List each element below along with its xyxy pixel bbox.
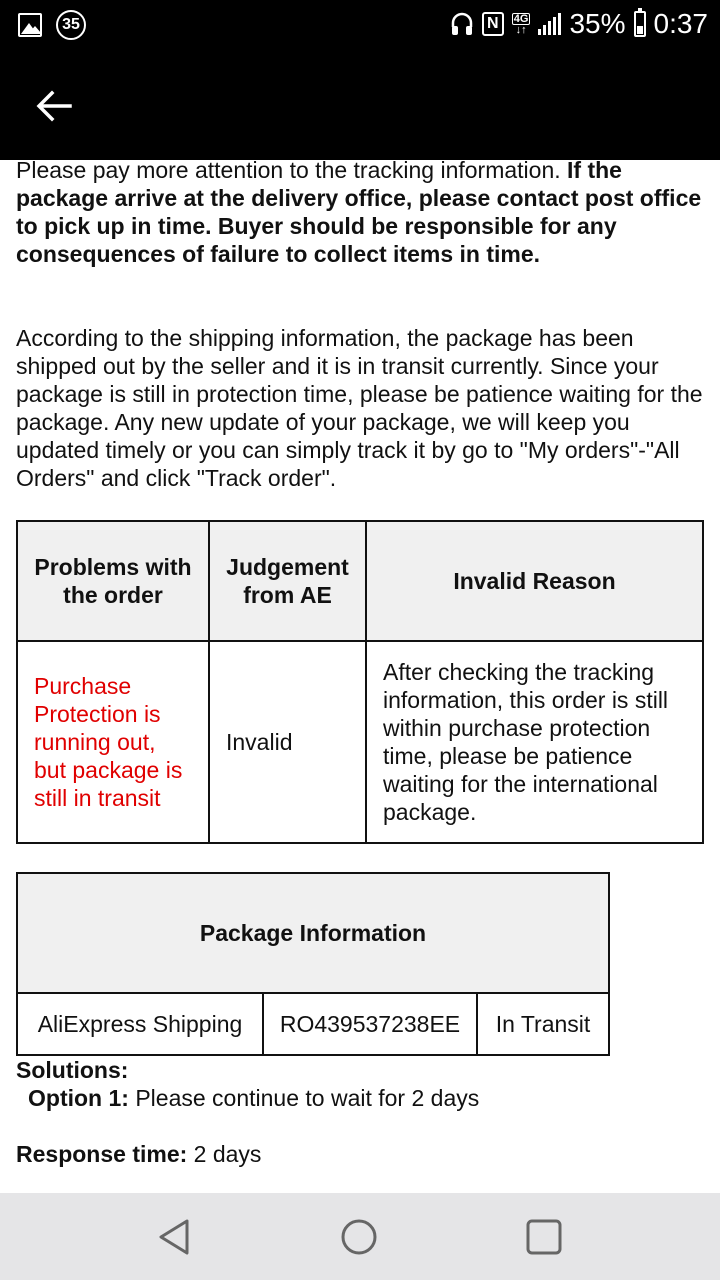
nav-back-button[interactable] xyxy=(152,1215,196,1259)
intro-paragraph: Please pay more attention to the trackin… xyxy=(16,157,702,267)
back-button[interactable] xyxy=(26,78,82,134)
header-judgement: Judgement from AE xyxy=(208,520,367,642)
judgement-cell: Invalid xyxy=(208,640,367,844)
reason-cell: After checking the tracking information,… xyxy=(365,640,704,844)
shipping-info-paragraph: According to the shipping information, t… xyxy=(16,325,703,491)
clock-time: 0:37 xyxy=(653,8,709,39)
nav-recents-button[interactable] xyxy=(522,1215,566,1259)
package-status-cell: In Transit xyxy=(476,992,610,1056)
notification-count-badge: 35 xyxy=(56,10,86,40)
header-invalid-reason: Invalid Reason xyxy=(365,520,704,642)
problem-cell: Purchase Protection is running out, but … xyxy=(16,640,210,844)
solutions-title: Solutions: xyxy=(16,1057,129,1083)
app-bar xyxy=(0,50,720,160)
network-type-icon: 4G ↓↑ xyxy=(511,13,531,36)
carrier-cell: AliExpress Shipping xyxy=(16,992,264,1056)
package-info-table: Package Information AliExpress Shipping … xyxy=(16,872,610,1056)
header-problems: Problems with the order xyxy=(16,520,210,642)
gallery-notification-icon xyxy=(18,13,42,37)
solution-option-1: Option 1: Please continue to wait for 2 … xyxy=(28,1085,480,1111)
square-recents-icon xyxy=(526,1219,562,1255)
nfc-icon: N xyxy=(481,12,504,36)
system-nav-bar xyxy=(0,1193,720,1280)
package-info-header: Package Information xyxy=(16,872,610,994)
response-time: Response time: 2 days xyxy=(16,1141,262,1167)
headset-icon xyxy=(450,11,474,37)
judgement-table: Problems with the order Judgement from A… xyxy=(16,520,704,844)
tracking-number-cell: RO439537238EE xyxy=(262,992,478,1056)
arrow-left-icon xyxy=(36,90,72,122)
table-row: Purchase Protection is running out, but … xyxy=(16,640,704,844)
battery-icon xyxy=(633,8,646,37)
circle-home-icon xyxy=(341,1219,377,1255)
triangle-back-icon xyxy=(159,1219,189,1255)
status-bar: 35 N 4G ↓↑ 35% 0:37 xyxy=(0,0,720,50)
table-row: AliExpress Shipping RO439537238EE In Tra… xyxy=(16,992,610,1056)
signal-strength-icon xyxy=(538,13,562,35)
battery-percent: 35% xyxy=(569,8,626,39)
nav-home-button[interactable] xyxy=(337,1215,381,1259)
